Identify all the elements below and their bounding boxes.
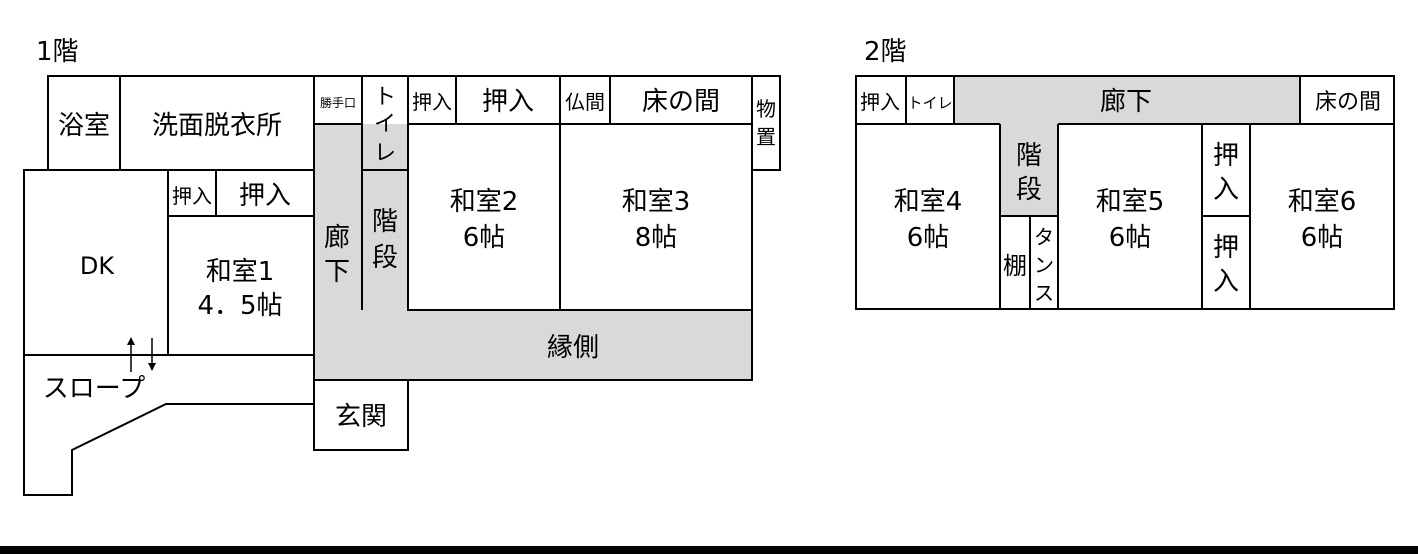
stairs-char-2: 段: [372, 243, 398, 273]
storage: [751, 75, 781, 171]
closet-2-label: 押入: [239, 181, 291, 211]
floor2-title: 2階: [864, 37, 907, 67]
bath-label: 浴室: [58, 111, 110, 141]
closet-small-2-label: 押入: [172, 184, 212, 208]
stairs-char-1: 階: [372, 207, 398, 237]
f2-toilet-label: トイレ: [907, 94, 952, 112]
washroom-label: 洗面脱衣所: [152, 111, 282, 141]
f2-stairs-char-2: 段: [1016, 175, 1042, 205]
washitsu1-room: [167, 215, 315, 356]
hallway-char-2: 下: [324, 257, 350, 287]
washitsu1-size: 4．5帖: [197, 291, 282, 321]
toilet-char-2: イ: [374, 112, 396, 137]
storage-char-2: 置: [756, 125, 776, 149]
toilet-char-1: ト: [374, 85, 396, 110]
dk-outline: [23, 169, 314, 496]
closet-1-label: 押入: [482, 87, 534, 117]
veranda-label: 縁側: [547, 333, 599, 363]
washitsu4-label: 和室4: [894, 187, 963, 217]
f2-closet-lower-char-1: 押: [1213, 233, 1239, 263]
storage-char-1: 物: [756, 97, 776, 121]
f2-closet-top-label: 押入: [860, 90, 900, 114]
alcove-1f-label: 床の間: [642, 87, 720, 117]
slope-label: スロープ: [43, 374, 145, 404]
washitsu2-size: 6帖: [463, 223, 506, 253]
washitsu3-room: [559, 123, 753, 311]
altar-room-label: 仏間: [565, 90, 605, 114]
f2-closet-upper-char-2: 入: [1213, 175, 1239, 205]
f2-closet-upper-char-1: 押: [1213, 141, 1239, 171]
washitsu5-label: 和室5: [1096, 187, 1165, 217]
washitsu5-size: 6帖: [1109, 223, 1152, 253]
up-down-arrows-icon: [127, 337, 156, 372]
washitsu3-size: 8帖: [635, 223, 678, 253]
washitsu6-size: 6帖: [1301, 223, 1344, 253]
floor1-corridor-fill: [314, 124, 752, 380]
floor1-title: 1階: [36, 37, 79, 67]
tansu-char-2: ン: [1034, 253, 1054, 277]
shelf-label: 棚: [1003, 252, 1027, 280]
floor2-corridor-fill: [954, 76, 1300, 216]
bottom-bar: [0, 546, 1418, 554]
washitsu6-label: 和室6: [1288, 187, 1357, 217]
f2-stairs-char-1: 階: [1016, 141, 1042, 171]
tansu-char-3: ス: [1034, 281, 1054, 305]
washitsu2-room: [407, 123, 561, 311]
entrance-label: 玄関: [335, 402, 387, 432]
washitsu4-size: 6帖: [907, 223, 950, 253]
f2-alcove-label: 床の間: [1315, 90, 1381, 115]
veranda-outline: [314, 310, 753, 381]
service-entrance-label: 勝手口: [320, 95, 356, 110]
dk-label: DK: [80, 252, 115, 280]
closet-small-1-label: 押入: [412, 90, 452, 114]
floor2-outline: [855, 75, 1395, 310]
washitsu1-label: 和室1: [206, 257, 275, 287]
f2-hallway-label: 廊下: [1100, 87, 1152, 117]
toilet-char-3: レ: [374, 141, 396, 166]
hallway-char-1: 廊: [324, 223, 350, 253]
tansu-char-1: タ: [1034, 225, 1054, 249]
washitsu2-label: 和室2: [450, 187, 519, 217]
washitsu3-label: 和室3: [622, 187, 691, 217]
entrance-room: [313, 379, 409, 451]
f2-closet-lower-char-2: 入: [1213, 267, 1239, 297]
